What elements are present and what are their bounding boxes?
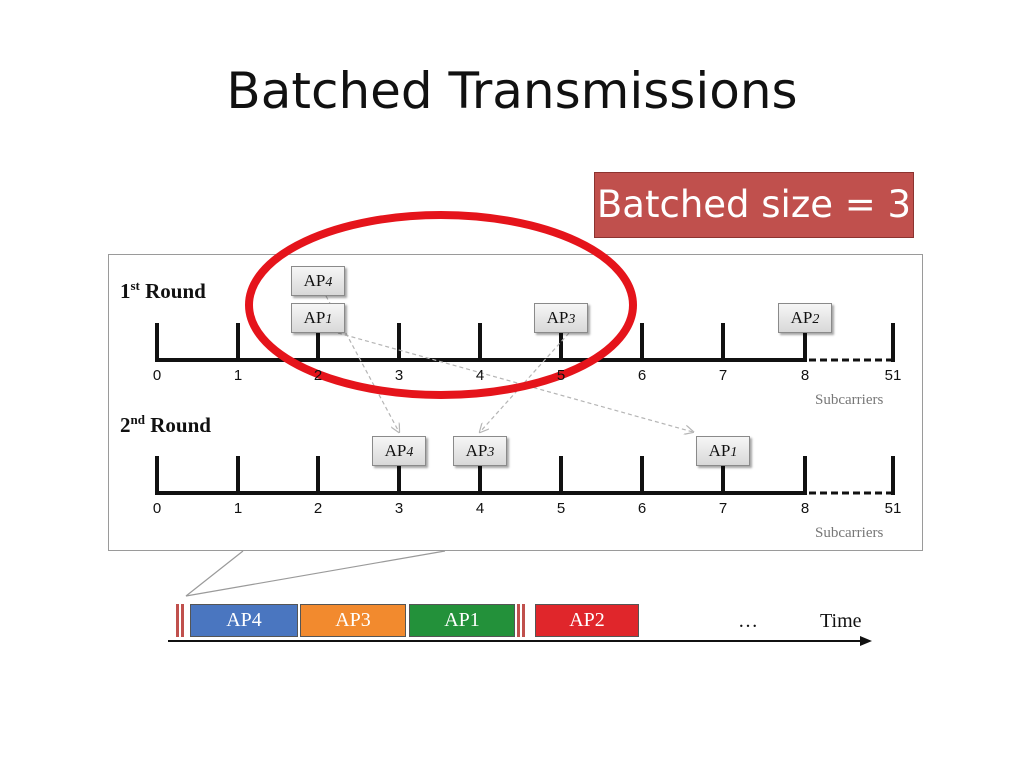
tick-label: 0 [152, 367, 162, 384]
timeline-segment-ap2: AP2 [535, 604, 639, 637]
tick-label: 2 [313, 500, 323, 517]
ap-box-round1-ap1: AP1 [291, 303, 345, 333]
round-label-1: 1st Round [120, 278, 206, 303]
sync-marker-1 [176, 604, 179, 637]
ap-box-round2-ap1: AP1 [696, 436, 750, 466]
sync-marker-3 [517, 604, 520, 637]
reassign-arrow-ap1 [337, 332, 693, 432]
ap-box-round2-ap4: AP4 [372, 436, 426, 466]
subcarriers-label-1: Subcarriers [815, 392, 884, 408]
highlight-ellipse [245, 211, 637, 399]
tick-label: 8 [800, 500, 810, 517]
sync-marker-2 [181, 604, 184, 637]
round-label-2: 2nd Round [120, 412, 211, 437]
tick-label: 7 [718, 500, 728, 517]
ap-box-round1-ap3: AP3 [534, 303, 588, 333]
timeline-ellipsis: … [738, 610, 758, 632]
tick-label: 4 [475, 500, 485, 517]
timeline-segment-ap4: AP4 [190, 604, 298, 637]
timeline-segment-ap3: AP3 [300, 604, 406, 637]
ap-box-round1-ap2: AP2 [778, 303, 832, 333]
tick-label: 1 [233, 367, 243, 384]
tick-label: 51 [884, 500, 902, 517]
tick-label: 51 [884, 367, 902, 384]
tick-label: 5 [556, 500, 566, 517]
tick-label: 0 [152, 500, 162, 517]
time-arrowhead [860, 636, 872, 646]
tick-label: 3 [394, 367, 404, 384]
tick-label: 4 [475, 367, 485, 384]
ap-box-round2-ap3: AP3 [453, 436, 507, 466]
time-axis-label: Time [820, 610, 862, 632]
tick-label: 6 [637, 367, 647, 384]
batch-size-badge: Batched size = 3 [594, 172, 914, 238]
sync-marker-4 [522, 604, 525, 637]
tick-label: 1 [233, 500, 243, 517]
reassignment-arrows [325, 295, 693, 432]
ap-box-round1-ap4: AP4 [291, 266, 345, 296]
timeline [168, 604, 872, 646]
subcarriers-label-2: Subcarriers [815, 525, 884, 541]
timeline-segment-ap1: AP1 [409, 604, 515, 637]
slide-title: Batched Transmissions [226, 62, 798, 120]
tick-label: 3 [394, 500, 404, 517]
tick-label: 8 [800, 367, 810, 384]
tick-label: 6 [637, 500, 647, 517]
tick-label: 5 [556, 367, 566, 384]
callout-wedge [185, 550, 446, 597]
tick-label: 2 [313, 367, 323, 384]
reassign-arrow-ap4 [325, 295, 399, 432]
tick-label: 7 [718, 367, 728, 384]
